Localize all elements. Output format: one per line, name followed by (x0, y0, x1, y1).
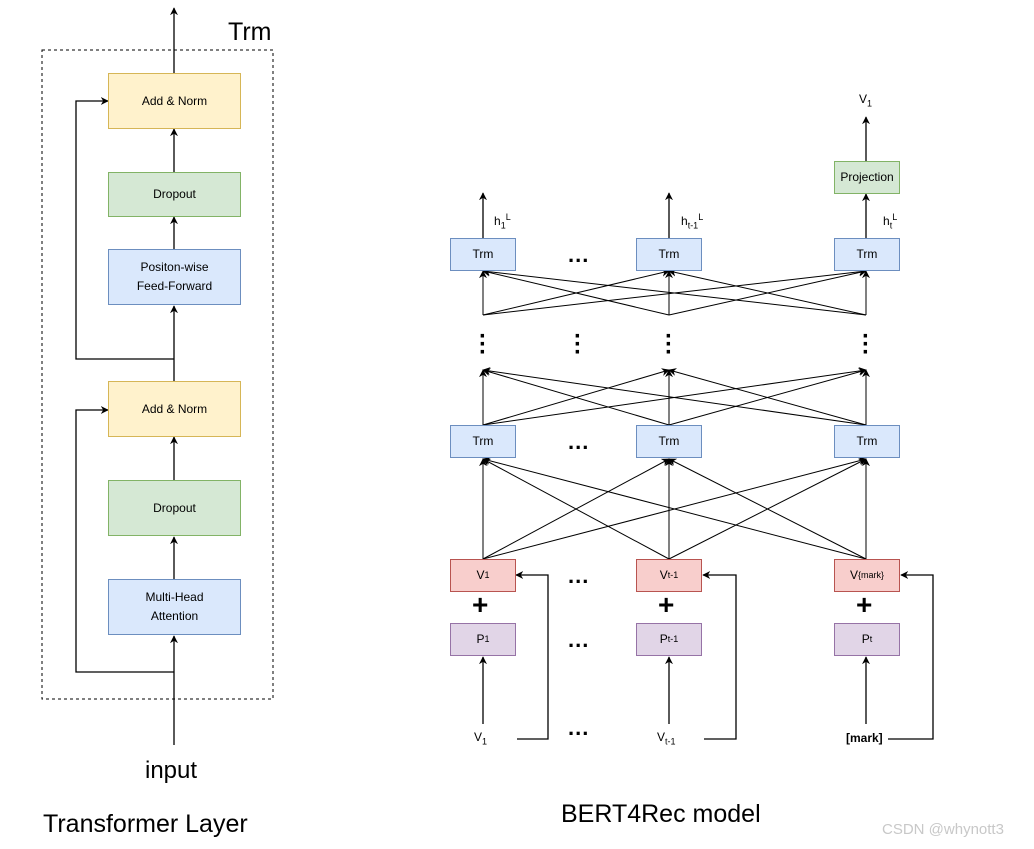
input-label: input (145, 757, 198, 784)
emb-vmark-base: V (849, 568, 858, 582)
emb-v1-sub: 1 (484, 570, 490, 580)
vertical-ellipsis-2: ··· (574, 323, 582, 366)
output-label-sub: 1 (867, 98, 873, 109)
vertical-ellipsis-3: ··· (665, 323, 673, 366)
plus-sign-1: + (472, 589, 489, 620)
feed-forward-box: Positon-wise Feed-Forward (108, 249, 241, 305)
transformer-layer-title: Transformer Layer (43, 810, 248, 838)
h1-sub: 1 (500, 220, 506, 231)
input-v1-sub: 1 (482, 736, 488, 747)
vertical-ellipsis-4: ··· (862, 323, 870, 366)
trm-top-2: Trm (636, 238, 702, 271)
h1-sup: L (505, 212, 511, 222)
pos-pt-1-base: P (659, 632, 668, 646)
output-label-base: V (859, 92, 868, 106)
ht-sup: L (892, 212, 898, 222)
trm-bottom-3: Trm (834, 425, 900, 458)
ht-1-base: h (681, 214, 688, 228)
pos-p1-sub: 1 (484, 634, 490, 644)
output-v1-label: V1 (859, 92, 872, 108)
trm-top-3: Trm (834, 238, 900, 271)
watermark: CSDN @whynott3 (882, 821, 1004, 838)
emb-v1-base: V (476, 568, 485, 582)
dropout-bottom-box: Dropout (108, 480, 241, 536)
bert4rec-title: BERT4Rec model (561, 800, 761, 828)
emb-vmark-sub: {mark} (858, 570, 885, 580)
input-v1-base: V (474, 730, 483, 744)
ht-1-label: ht-1L (681, 212, 703, 230)
multi-head-attention-line1: Multi-Head (145, 590, 204, 604)
input-mark-label: [mark] (846, 731, 883, 745)
emb-vt-1-base: V (659, 568, 668, 582)
trm-top-1: Trm (450, 238, 516, 271)
trm-label: Trm (228, 18, 272, 46)
input-vt-1-label: Vt-1 (657, 730, 676, 746)
pos-pt-1-sub: t-1 (667, 634, 679, 644)
dropout-top-box: Dropout (108, 172, 241, 217)
pos-pt-base: P (861, 632, 870, 646)
transformer-layer-frame (41, 49, 274, 700)
embedding-vmark-box: V{mark} (834, 559, 900, 592)
add-norm-bottom-box: Add & Norm (108, 381, 241, 437)
pos-pt-sub: t (869, 634, 873, 644)
trm-bottom-2: Trm (636, 425, 702, 458)
ht-1-sup: L (698, 212, 704, 222)
multi-head-attention-box: Multi-Head Attention (108, 579, 241, 635)
add-norm-top-box: Add & Norm (108, 73, 241, 129)
plus-sign-2: + (658, 589, 675, 620)
h1-base: h (494, 214, 501, 228)
feed-forward-line1: Positon-wise (140, 260, 209, 274)
feed-forward-line2: Feed-Forward (136, 279, 213, 293)
input-vt-1-sub: t-1 (665, 736, 676, 747)
plus-sign-3: + (856, 589, 873, 620)
ellipsis-input: ... (568, 715, 590, 740)
vertical-ellipsis-1: ··· (479, 323, 487, 366)
ellipsis-position: ... (568, 627, 590, 652)
ht-1-sub: t-1 (687, 220, 699, 231)
ht-sub: t (889, 220, 893, 231)
input-v1-label: V1 (474, 730, 487, 746)
projection-box: Projection (834, 161, 900, 194)
input-vt-1-base: V (657, 730, 666, 744)
ht-label: htL (883, 212, 897, 230)
ellipsis-trm-bottom: ... (568, 429, 590, 454)
ellipsis-embedding: ... (568, 563, 590, 588)
emb-vt-1-sub: t-1 (667, 570, 679, 580)
ht-base: h (883, 214, 890, 228)
pos-p1-base: P (476, 632, 485, 646)
ellipsis-top: ... (568, 242, 590, 267)
multi-head-attention-line2: Attention (150, 609, 199, 623)
trm-bottom-1: Trm (450, 425, 516, 458)
h1-label: h1L (494, 212, 511, 230)
